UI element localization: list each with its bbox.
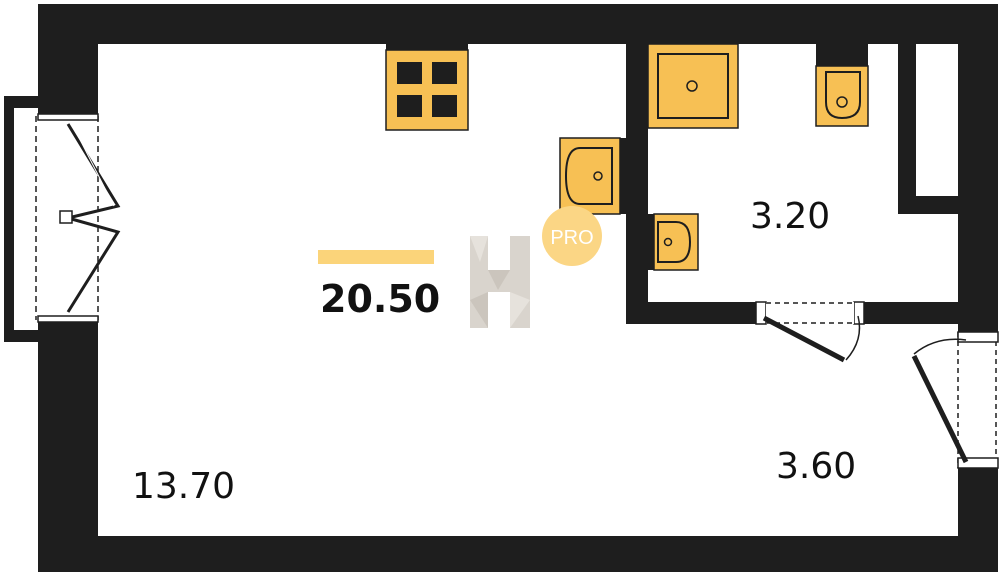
door-icon <box>755 301 865 363</box>
room-area-main: 13.70 <box>132 466 235 507</box>
window-icon <box>4 96 121 342</box>
walls <box>38 4 998 572</box>
wall-right-lower <box>958 468 998 572</box>
pro-badge: PRO <box>542 206 602 266</box>
stove-icon <box>385 44 469 131</box>
wall-bottom <box>38 536 998 572</box>
wall-bathroom-horizontal-right <box>858 302 958 324</box>
room-area-hallway: 3.60 <box>776 446 856 487</box>
sink-icon <box>559 137 626 215</box>
wall-bathroom-vertical <box>626 44 648 324</box>
logo-h <box>470 236 530 328</box>
wall-left-upper <box>38 4 98 116</box>
total-area: 20.50 <box>320 277 440 321</box>
wall-shaft-left <box>898 44 916 214</box>
sink-icon <box>648 213 699 271</box>
wall-top <box>38 4 998 44</box>
wall-bathroom-horizontal-left <box>626 302 764 324</box>
toilet-icon <box>815 44 869 127</box>
room-area-bathroom: 3.20 <box>750 196 830 237</box>
pro-badge-text: PRO <box>550 227 593 249</box>
wall-right-upper <box>958 4 998 332</box>
total-area-bar <box>318 250 434 264</box>
wall-left-lower <box>38 320 98 570</box>
wall-shaft-bottom <box>898 196 958 214</box>
door-icon <box>911 331 999 469</box>
shower-icon <box>647 43 739 129</box>
